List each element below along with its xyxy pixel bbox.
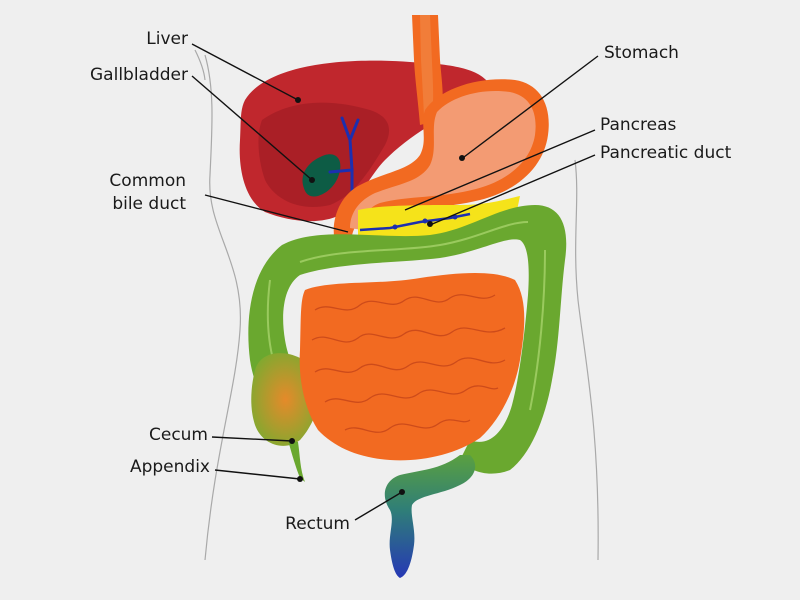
labels: Liver Gallbladder Common bile duct Stoma… <box>90 29 732 534</box>
gallbladder-leader <box>191 75 313 181</box>
body-outline <box>194 49 599 561</box>
label-rectum: Rectum <box>285 514 350 534</box>
label-pancreatic-duct: Pancreatic duct <box>600 143 732 163</box>
appendix <box>288 440 305 482</box>
label-gallbladder: Gallbladder <box>90 65 188 85</box>
common-bile-duct-leader <box>204 194 349 233</box>
label-cecum: Cecum <box>149 425 208 445</box>
leader-lines <box>191 43 599 521</box>
appendix-pointer <box>297 476 303 482</box>
pancreatic-duct-leader <box>429 154 596 226</box>
small-intestine-folds <box>311 294 506 433</box>
stomach-pointer <box>459 155 465 161</box>
label-common-bile-duct-line2: bile duct <box>112 194 186 214</box>
label-common-bile-duct-line1: Common <box>109 171 186 191</box>
stomach-leader <box>459 55 599 161</box>
pancreatic-duct-pointer <box>427 221 433 227</box>
label-stomach: Stomach <box>604 43 679 63</box>
label-liver: Liver <box>146 29 188 49</box>
label-appendix: Appendix <box>130 457 210 477</box>
liver-pointer <box>295 97 301 103</box>
small-intestine <box>299 273 525 461</box>
gallbladder-pointer <box>309 177 315 183</box>
cecum-pointer <box>289 438 295 444</box>
stomach <box>333 79 549 245</box>
rectum-leader <box>354 491 403 521</box>
appendix-leader <box>214 469 301 480</box>
esophagus <box>412 15 443 125</box>
rectum-pointer <box>399 489 405 495</box>
liver-leader <box>191 43 299 101</box>
pancreas-leader <box>404 129 596 211</box>
rectum <box>384 455 476 578</box>
label-pancreas: Pancreas <box>600 115 677 135</box>
cecum-leader <box>211 436 293 442</box>
gallbladder <box>302 154 341 197</box>
